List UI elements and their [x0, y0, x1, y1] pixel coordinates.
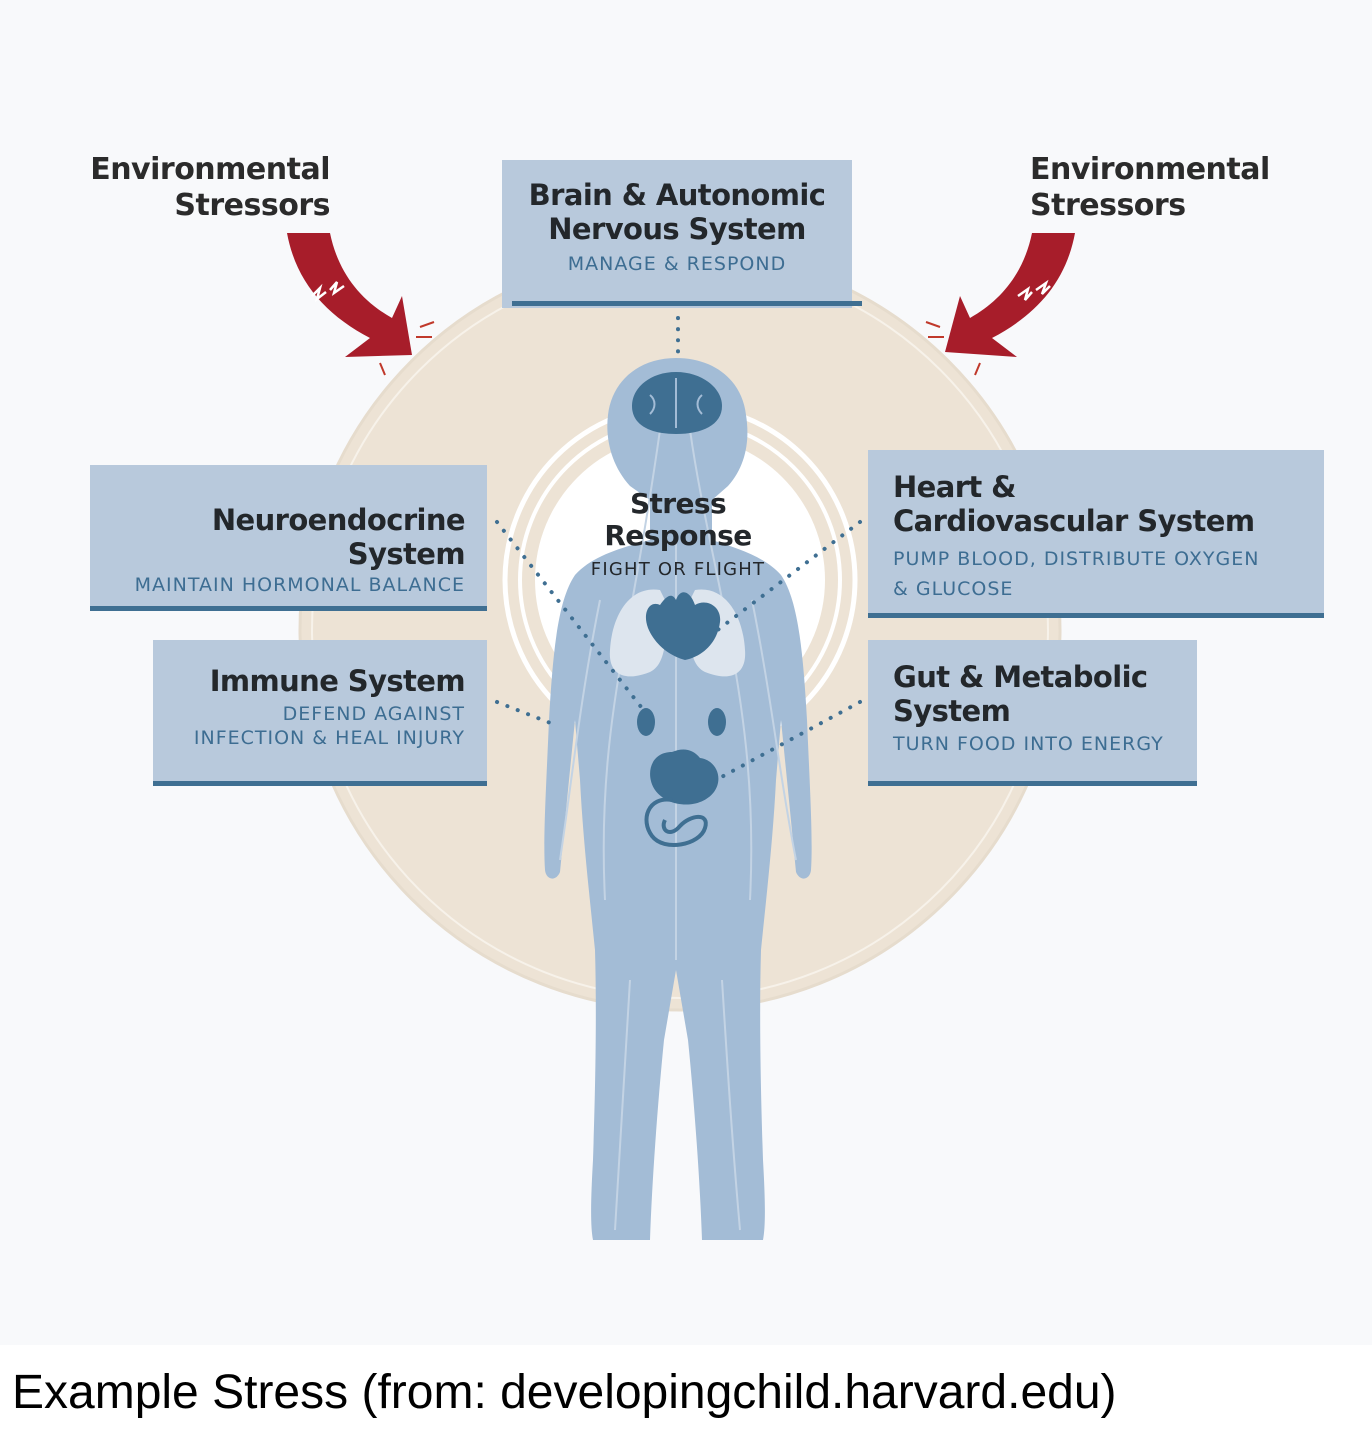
gut-system-subtitle: TURN FOOD INTO ENERGY — [893, 733, 1164, 755]
torso-shape — [544, 540, 812, 1240]
right-stressor-label: Environmental Stressors — [1030, 152, 1270, 223]
connector-neuro — [495, 520, 647, 714]
brain-box-underline — [512, 301, 862, 306]
right-stressor-arrow-icon — [925, 233, 1075, 376]
diagram-canvas: Environmental Stressors Environmental St… — [90, 152, 1324, 1240]
neuroendocrine-system-subtitle: MAINTAIN HORMONAL BALANCE — [134, 574, 465, 596]
figure-caption: Example Stress (from: developingchild.ha… — [12, 1366, 1117, 1419]
right-kidney-icon — [708, 708, 726, 736]
left-stressor-label: Environmental Stressors — [90, 152, 330, 223]
heart-system-title: Heart & Cardiovascular System — [893, 470, 1255, 538]
brain-system-box: Brain & Autonomic Nervous System MANAGE … — [502, 160, 852, 308]
connector-immune — [495, 700, 560, 728]
stress-response-subtitle: FIGHT OR FLIGHT — [590, 559, 766, 580]
heart-system-box: Heart & Cardiovascular System PUMP BLOOD… — [868, 450, 1324, 618]
stress-response-title: Stress Response — [604, 487, 752, 552]
connector-dots — [495, 316, 862, 782]
neuroendocrine-system-box: Neuroendocrine System MAINTAIN HORMONAL … — [90, 465, 487, 611]
left-kidney-icon — [637, 708, 655, 736]
stress-diagram-art — [287, 233, 1075, 1240]
brain-system-subtitle: MANAGE & RESPOND — [567, 253, 787, 275]
gut-system-box: Gut & Metabolic System TURN FOOD INTO EN… — [868, 640, 1197, 786]
immune-system-title: Immune System — [209, 664, 466, 698]
intestine-icon — [644, 797, 708, 847]
neuroendocrine-system-title: Neuroendocrine System — [211, 503, 466, 571]
heart-system-subtitle: PUMP BLOOD, DISTRIBUTE OXYGEN & GLUCOSE — [893, 548, 1260, 600]
gut-system-title: Gut & Metabolic System — [893, 660, 1148, 728]
immune-system-box: Immune System DEFEND AGAINST INFECTION &… — [153, 640, 487, 786]
immune-system-subtitle: DEFEND AGAINST INFECTION & HEAL INJURY — [193, 703, 465, 749]
stomach-icon — [650, 749, 719, 805]
heart-icon — [645, 592, 721, 660]
brain-system-title: Brain & Autonomic Nervous System — [528, 178, 826, 246]
left-stressor-arrow-icon — [287, 233, 435, 376]
